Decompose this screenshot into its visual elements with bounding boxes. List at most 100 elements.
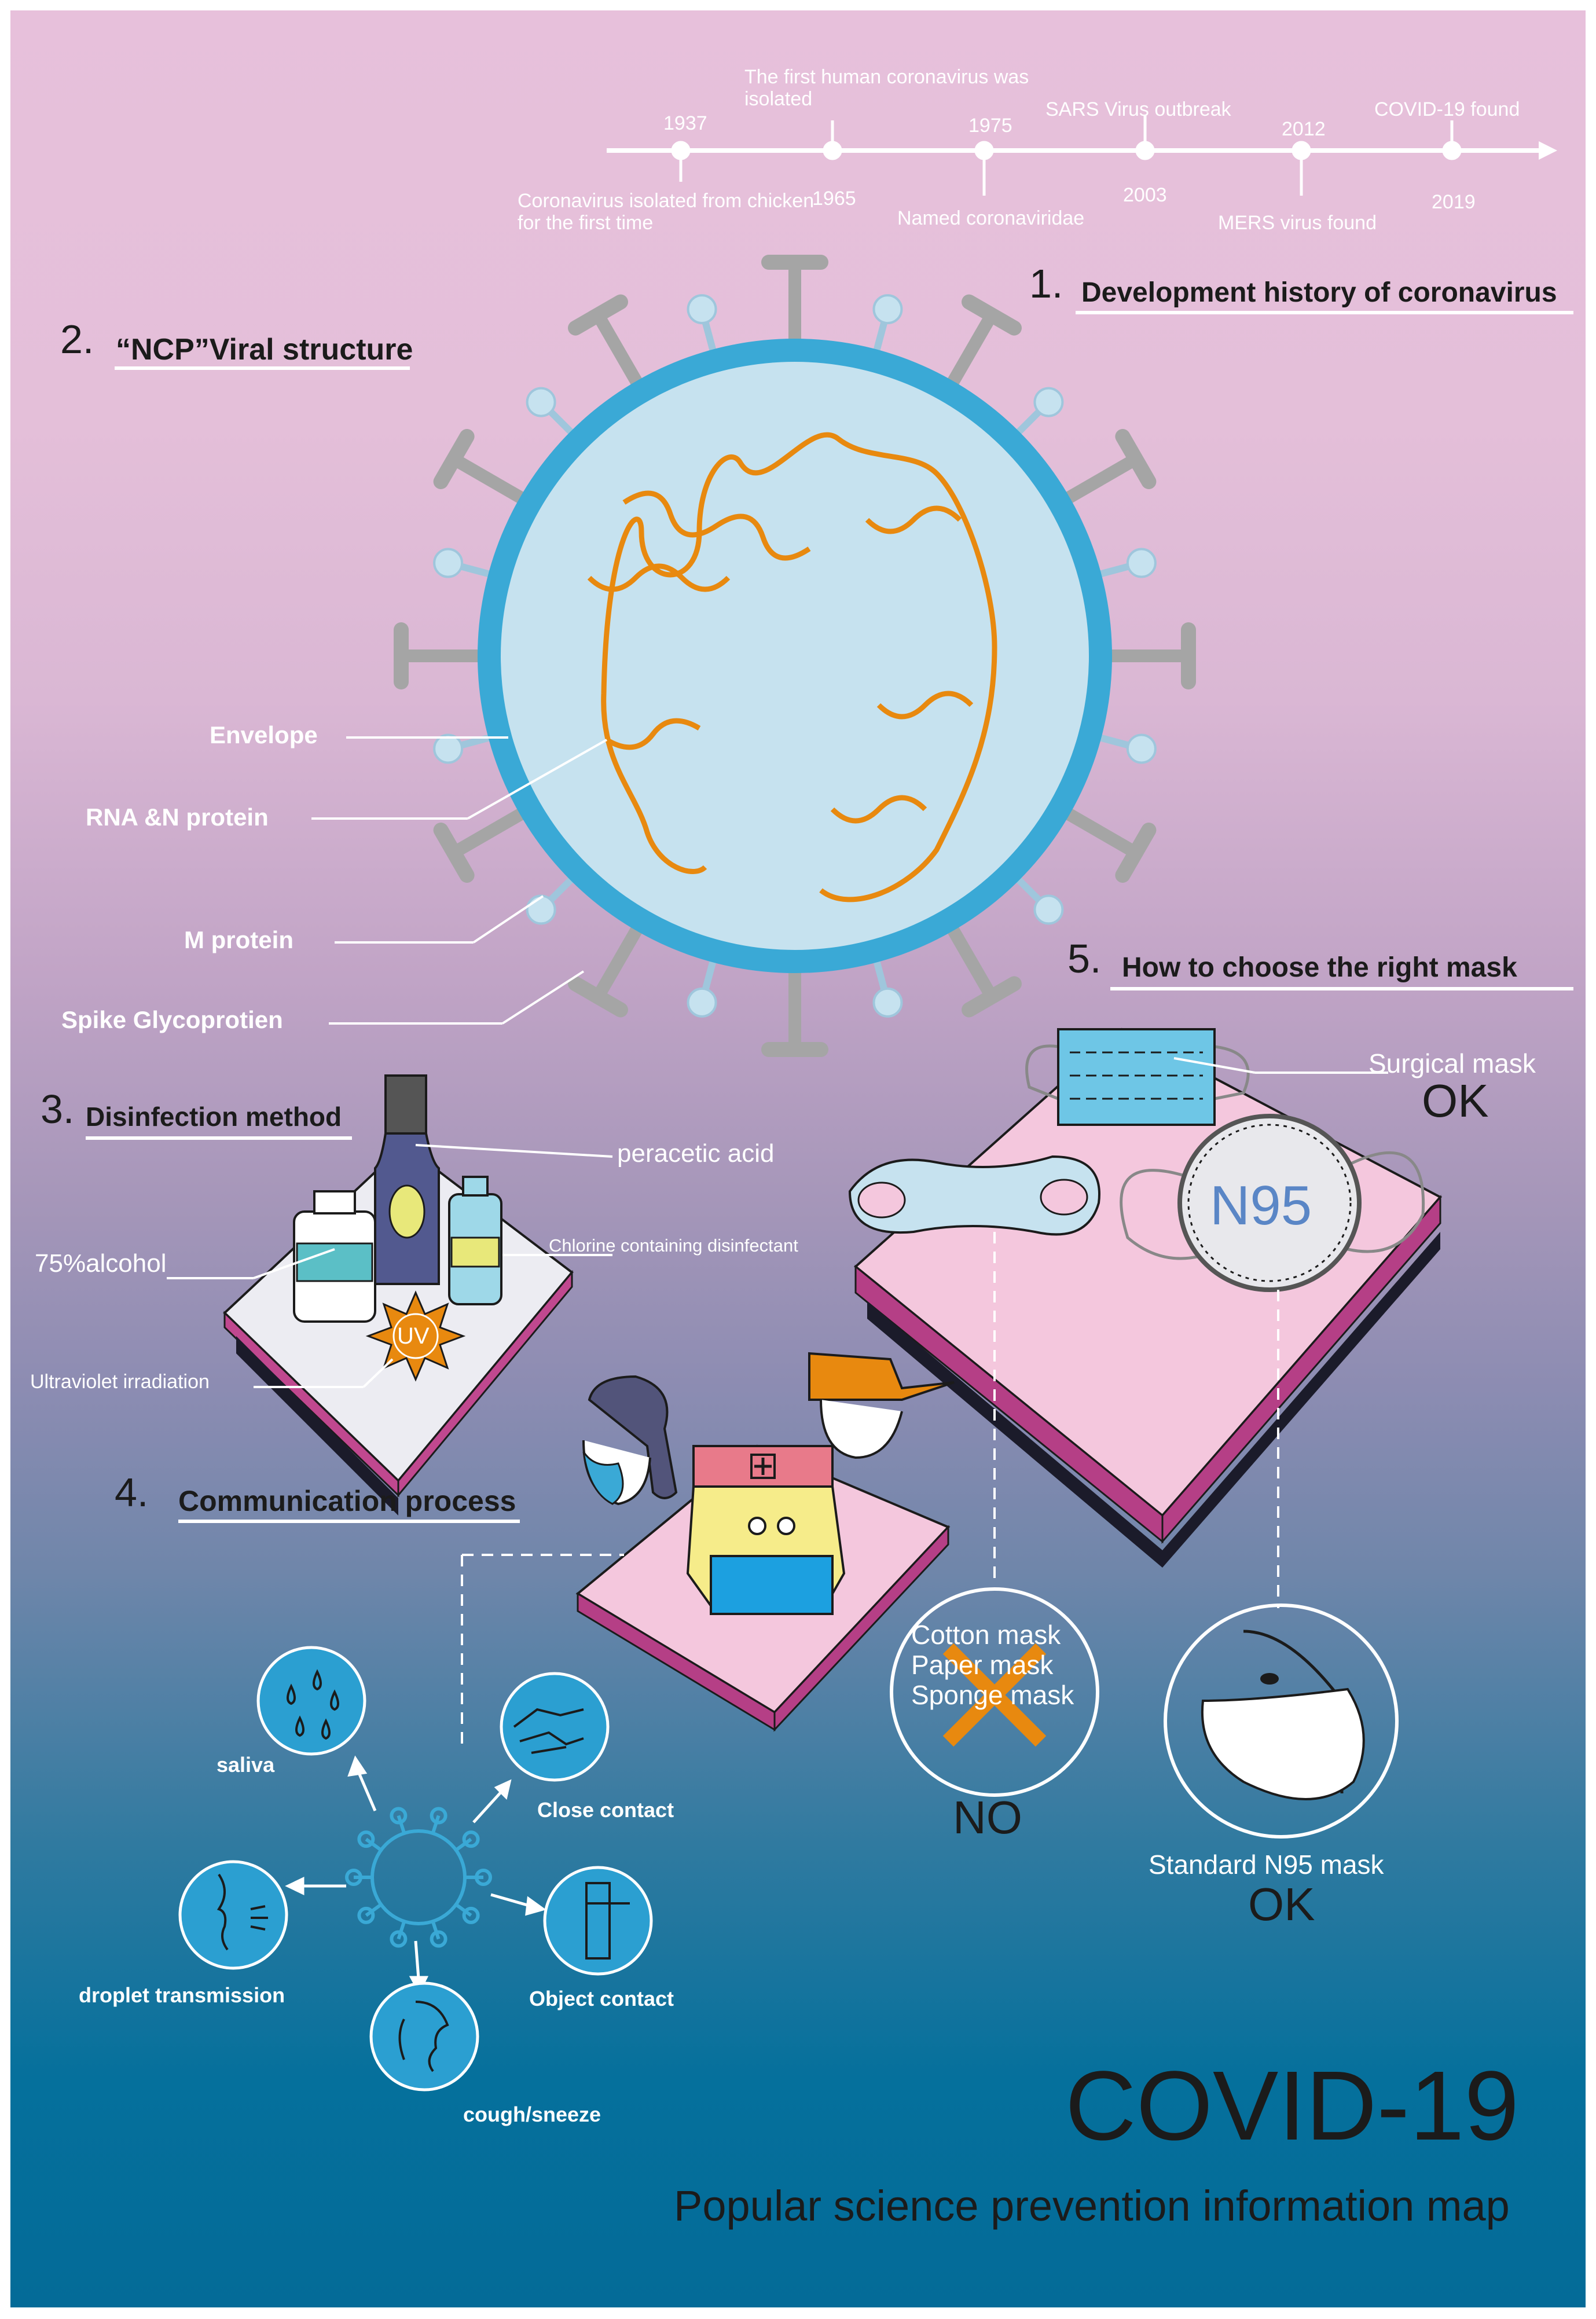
m-protein-bulb — [687, 987, 717, 1018]
no-label: NO — [953, 1792, 1022, 1843]
illustration-layer — [86, 115, 1573, 2091]
surgical-ok: OK — [1422, 1075, 1489, 1127]
hub-spike-tip — [462, 1906, 480, 1924]
m-protein-bulb — [1033, 894, 1064, 925]
mask-circles — [890, 1587, 1399, 1839]
section-2-title: “NCP”Viral structure — [116, 333, 413, 366]
m-protein-bulb — [1126, 733, 1157, 764]
transmission-icons — [178, 1646, 653, 2091]
section-4-title: Communication process — [178, 1485, 516, 1517]
bad-mask-1: Cotton mask — [911, 1620, 1061, 1650]
spike — [450, 806, 527, 858]
spike-head — [433, 429, 475, 489]
hub-spike — [454, 1837, 472, 1852]
timeline-year-1937: 1937 — [663, 112, 707, 134]
timeline-year-2003: 2003 — [1123, 184, 1167, 206]
timeline-label-2019: COVID-19 found — [1374, 98, 1520, 120]
hub-spike — [397, 1921, 406, 1940]
hub-spike — [365, 1903, 383, 1917]
m-protein-bulb — [687, 294, 717, 325]
spike-head — [962, 976, 1022, 1018]
mask-platform — [848, 1028, 1443, 1568]
section-2-number: 2. — [60, 317, 94, 362]
m-protein-bulb — [1033, 387, 1064, 417]
m-protein-bulb — [872, 294, 903, 325]
section-4-number: 4. — [115, 1470, 149, 1515]
hub-spike — [454, 1903, 472, 1917]
timeline-year-1965: 1965 — [812, 188, 856, 210]
footer-subtitle: Popular science prevention information m… — [674, 2182, 1510, 2230]
timeline-label-1975: Named coronaviridae — [897, 207, 1085, 229]
transmission-hub — [345, 1807, 492, 1948]
saliva-label: saliva — [217, 1753, 275, 1777]
transmission-arrows — [285, 1755, 546, 1995]
n95-badge: N95 — [1210, 1175, 1312, 1236]
spike-head — [568, 294, 628, 336]
virus-leaders — [311, 736, 607, 1025]
alcohol-label: 75%alcohol — [35, 1249, 167, 1278]
communication-platform — [575, 1352, 955, 1732]
spike-head — [1115, 429, 1157, 489]
rna-label: RNA &N protein — [86, 803, 269, 831]
spike-label: Spike Glycoprotien — [61, 1006, 283, 1033]
uv-label: Ultraviolet irradiation — [30, 1371, 210, 1393]
disinfection-leaders — [167, 1144, 613, 1388]
section-underlines — [86, 311, 1573, 1523]
cough-label: cough/sneeze — [463, 2102, 601, 2126]
rna-wave — [587, 490, 974, 824]
disinfection-platform — [223, 1074, 574, 1516]
m-protein-bulb — [433, 548, 464, 578]
surgical-mask-label: Surgical mask — [1368, 1048, 1536, 1078]
spike — [592, 923, 644, 1000]
hub-spike — [431, 1815, 441, 1834]
timeline-year-2012: 2012 — [1282, 118, 1326, 140]
hub-spike-tip — [390, 1930, 408, 1948]
m-protein-bulb — [872, 987, 903, 1018]
timeline-label-2003: SARS Virus outbreak — [1045, 98, 1231, 120]
spike — [945, 311, 997, 388]
spike — [1062, 453, 1139, 505]
spike — [945, 923, 997, 1000]
timeline — [607, 115, 1557, 196]
timeline-year-1975: 1975 — [968, 115, 1012, 137]
section-1-number: 1. — [1029, 261, 1063, 306]
hub-spike — [365, 1837, 383, 1852]
comm-leaders — [461, 1554, 624, 1747]
bad-mask-3: Sponge mask — [911, 1680, 1074, 1710]
icon-glyphs — [217, 1669, 630, 2072]
m-protein-bulb — [433, 733, 464, 764]
hub-spike-tip — [357, 1906, 375, 1924]
footer-title: COVID-19 — [1065, 2051, 1520, 2161]
hub-spike-tip — [390, 1807, 408, 1825]
mask-leaders — [993, 1057, 1388, 1608]
uv-badge: UV — [397, 1323, 430, 1349]
timeline-year-2019: 2019 — [1432, 191, 1476, 213]
droplet-label: droplet transmission — [79, 1983, 285, 2007]
hub-spike-tip — [345, 1869, 362, 1886]
hub-spike-tip — [357, 1830, 375, 1848]
close-contact-label: Close contact — [537, 1798, 674, 1822]
envelope-label: Envelope — [210, 721, 318, 748]
spike — [1062, 806, 1139, 858]
timeline-label-1937: Coronavirus isolated from chicken for th… — [518, 190, 814, 234]
section-3-number: 3. — [41, 1087, 75, 1132]
timeline-label-1965: The first human coronavirus was isolated — [744, 66, 1029, 110]
chlorine-label: Chlorine containing disinfectant — [549, 1235, 798, 1256]
m-protein-bulb — [526, 894, 556, 925]
m-protein-bulb — [1126, 548, 1157, 578]
m-protein-bulb — [526, 387, 556, 417]
hub-spike-tip — [475, 1869, 492, 1886]
hub-spike — [431, 1921, 441, 1940]
standard-n95-label: Standard N95 mask — [1149, 1850, 1384, 1880]
hub-spike-tip — [430, 1807, 447, 1825]
spike-head — [568, 976, 628, 1018]
spike — [450, 453, 527, 505]
standard-ok: OK — [1248, 1878, 1315, 1930]
virus-diagram — [394, 255, 1196, 1057]
spike-head — [433, 823, 475, 883]
spike-head — [1115, 823, 1157, 883]
section-1-title: Development history of coronavirus — [1081, 277, 1557, 308]
m-protein-label: M protein — [184, 926, 293, 953]
object-contact-label: Object contact — [529, 1987, 674, 2010]
section-5-title: How to choose the right mask — [1122, 952, 1517, 983]
